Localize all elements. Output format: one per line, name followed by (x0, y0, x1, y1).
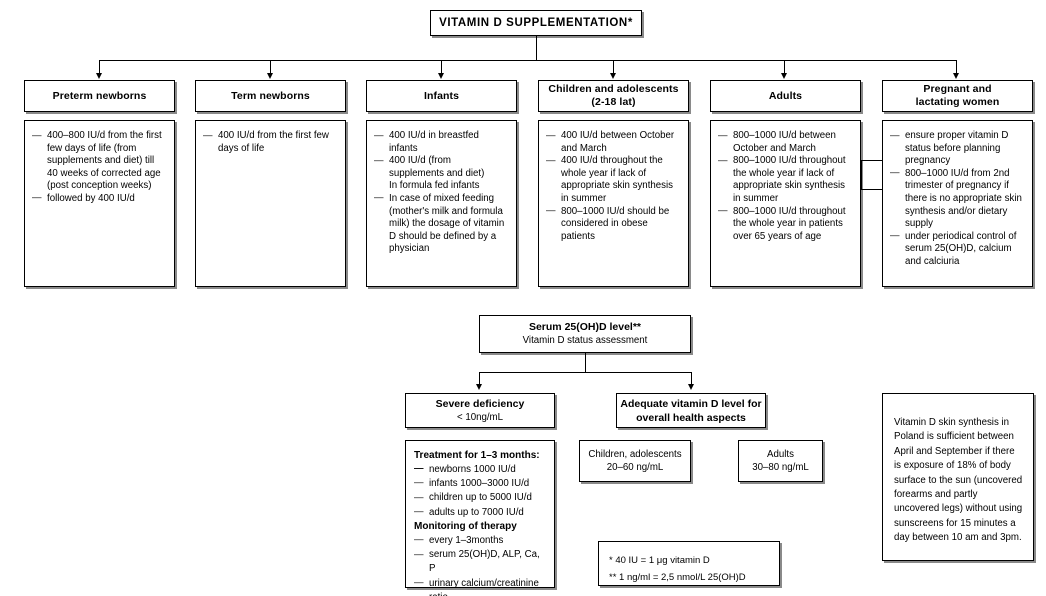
branch-arrow-2 (267, 73, 273, 79)
branch-line-3 (441, 60, 442, 74)
adequate-branch-line (691, 372, 692, 385)
list-item: 800–1000 IU/d should be considered in ob… (546, 205, 680, 244)
list-item: infants 1000–3000 IU/d (414, 476, 547, 491)
treatment-heading: Treatment for 1–3 months: (414, 450, 540, 461)
severe-branch-arrow (476, 384, 482, 390)
list-item: every 1–3months (414, 533, 547, 548)
range-label: Children, adolescents (588, 448, 682, 460)
title-trunk-line (536, 36, 537, 60)
branch-line-4 (613, 60, 614, 74)
group-header-term-newborns: Term newborns (195, 80, 346, 112)
serum-trunk-line (585, 353, 586, 372)
severe-deficiency-value: < 10ng/mL (456, 411, 504, 423)
branch-arrow-1 (96, 73, 102, 79)
range-label: Adults (767, 448, 794, 460)
group-body-term-newborns: 400 IU/d from the first few days of life (195, 120, 346, 287)
list-item: 400 IU/d from the first few days of life (203, 129, 337, 155)
top-bus-line (99, 60, 956, 61)
list-item: 400 IU/d throughout the whole year if la… (546, 155, 680, 205)
list-item: 400 IU/d between October and March (546, 129, 680, 155)
list-item: In case of mixed feeding (mother's milk … (374, 192, 508, 256)
group-header-line2: lactating women (915, 96, 1000, 108)
list-item: adults up to 7000 IU/d (414, 505, 547, 520)
list-item: 400 IU/d (from supplements and diet) (374, 155, 508, 180)
treatment-box: Treatment for 1–3 months: newborns 1000 … (405, 440, 555, 596)
branch-arrow-6 (953, 73, 959, 79)
branch-line-5 (784, 60, 785, 74)
list-item: serum 25(OH)D, ALP, Ca, P (414, 548, 547, 577)
branch-line-2 (270, 60, 271, 74)
footnote-line-1: * 40 IU = 1 μg vitamin D (609, 555, 710, 566)
adequate-branch-arrow (688, 384, 694, 390)
adults-pregnant-bracket (861, 160, 882, 190)
list-item: children up to 5000 IU/d (414, 491, 547, 506)
range-value: 30–80 ng/mL (752, 462, 809, 473)
list-item: followed by 400 IU/d (32, 192, 166, 206)
list-item: 800–1000 IU/d throughout the whole year … (718, 155, 852, 205)
group-header-line1: Term newborns (231, 89, 310, 102)
list-item: under periodical control of serum 25(OH)… (890, 230, 1024, 269)
list-item: 800–1000 IU/d throughout the whole year … (718, 205, 852, 244)
list-item: urinary calcium/creatinine ratio (414, 576, 547, 596)
group-body-infants: 400 IU/d in breastfed infants 400 IU/d (… (366, 120, 517, 287)
branch-line-6 (956, 60, 957, 74)
skin-synthesis-note-text: Vitamin D skin synthesis in Poland is su… (894, 417, 1023, 544)
branch-arrow-3 (438, 73, 444, 79)
group-header-line1: Infants (423, 89, 460, 102)
group-header-adults: Adults (710, 80, 861, 112)
adequate-level-box: Adequate vitamin D level for overall hea… (616, 393, 766, 428)
group-header-line1: Adults (768, 89, 803, 102)
list-item: ensure proper vitamin D status before pl… (890, 130, 1024, 168)
adequate-level-line2: overall health aspects (636, 411, 746, 424)
group-header-preterm-newborns: Preterm newborns (24, 80, 175, 112)
branch-line-1 (99, 60, 100, 74)
footnote-line-2: ** 1 ng/ml = 2,5 nmol/L 25(OH)D (609, 572, 746, 583)
range-value: 20–60 ng/mL (606, 462, 664, 473)
diagram-title-box: VITAMIN D SUPPLEMENTATION* (430, 10, 642, 36)
list-item: 800–1000 IU/d from 2nd trimester of preg… (890, 167, 1024, 231)
group-header-line1: Preterm newborns (52, 89, 147, 102)
group-body-children-adolescents: 400 IU/d between October and March 400 I… (538, 120, 689, 287)
severe-deficiency-title: Severe deficiency (435, 397, 525, 410)
list-item: newborns 1000 IU/d (414, 462, 547, 477)
adequate-level-line1: Adequate vitamin D level for (620, 397, 762, 410)
group-header-line2: (2-18 lat) (591, 96, 636, 108)
serum-level-subtitle: Vitamin D status assessment (522, 335, 648, 346)
group-body-preterm-newborns: 400–800 IU/d from the first few days of … (24, 120, 175, 287)
serum-level-title: Serum 25(OH)D level** (528, 321, 642, 333)
diagram-title: VITAMIN D SUPPLEMENTATION* (439, 17, 633, 29)
footnotes-box: * 40 IU = 1 μg vitamin D ** 1 ng/ml = 2,… (598, 541, 780, 586)
branch-arrow-5 (781, 73, 787, 79)
group-header-line1: Children and adolescents (548, 83, 679, 95)
list-item: 400 IU/d in breastfed infants (374, 129, 508, 155)
serum-level-box: Serum 25(OH)D level** Vitamin D status a… (479, 315, 691, 353)
branch-arrow-4 (610, 73, 616, 79)
monitoring-heading: Monitoring of therapy (414, 521, 517, 533)
range-box-adults: Adults 30–80 ng/mL (738, 440, 823, 482)
list-item: 400–800 IU/d from the first few days of … (32, 130, 166, 193)
skin-synthesis-note-box: Vitamin D skin synthesis in Poland is su… (882, 393, 1034, 561)
list-item: In formula fed infants (389, 180, 480, 192)
group-body-pregnant-lactating: ensure proper vitamin D status before pl… (882, 120, 1033, 287)
severe-deficiency-box: Severe deficiency < 10ng/mL (405, 393, 555, 428)
range-box-children-adolescents: Children, adolescents 20–60 ng/mL (579, 440, 691, 482)
list-item: 800–1000 IU/d between October and March (718, 129, 852, 155)
severe-branch-line (479, 372, 480, 385)
group-header-infants: Infants (366, 80, 517, 112)
group-header-line1: Pregnant and (923, 83, 992, 95)
group-header-pregnant-lactating: Pregnant and lactating women (882, 80, 1033, 112)
serum-bus-line (479, 372, 691, 373)
group-header-children-adolescents: Children and adolescents (2-18 lat) (538, 80, 689, 112)
group-body-adults: 800–1000 IU/d between October and March … (710, 120, 861, 287)
